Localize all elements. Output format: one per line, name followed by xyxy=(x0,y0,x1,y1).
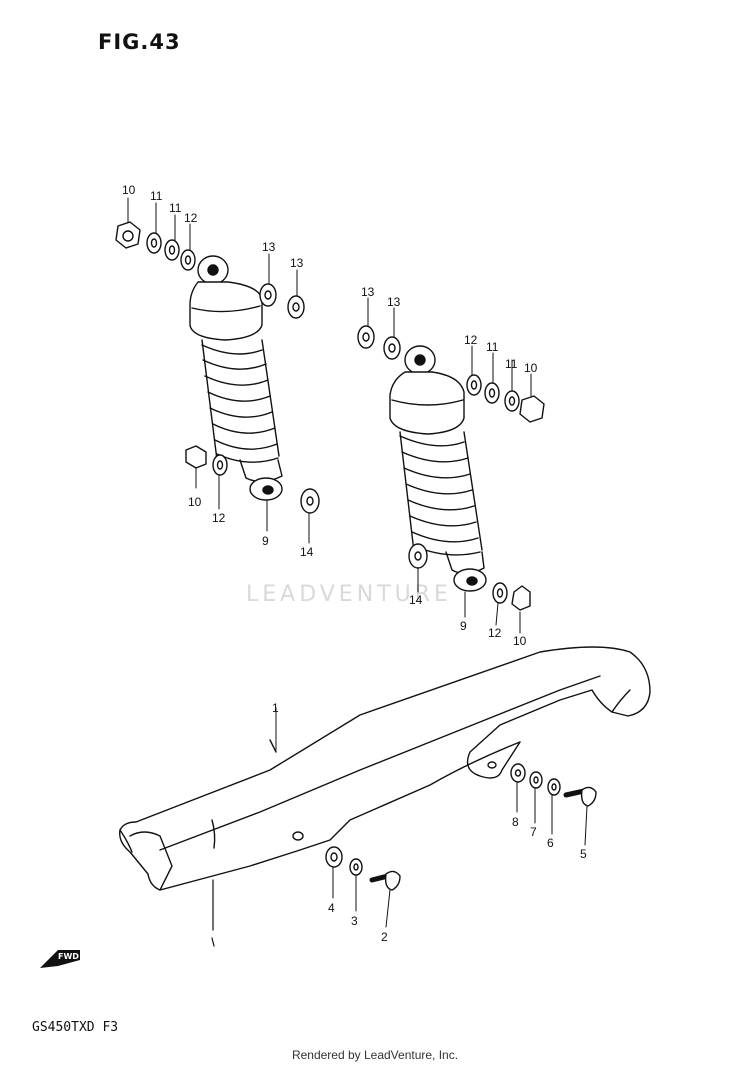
chain-cover xyxy=(119,646,651,891)
right-upper-hardware xyxy=(357,325,545,423)
callout-4: 4 xyxy=(328,901,335,915)
model-code: GS450TXD F3 xyxy=(32,1020,119,1035)
callout-11: 11 xyxy=(505,357,518,371)
callout-labels: 10 11 11 12 13 13 10 12 9 14 13 13 12 11… xyxy=(122,183,587,944)
callout-12: 12 xyxy=(184,211,198,225)
forward-arrow: FWD xyxy=(40,950,80,968)
left-lower-hardware xyxy=(185,445,320,514)
right-lower-hardware xyxy=(408,543,531,611)
callout-14: 14 xyxy=(300,545,314,559)
callout-12: 12 xyxy=(212,511,226,525)
callout-10: 10 xyxy=(122,183,136,197)
callout-10: 10 xyxy=(188,495,202,509)
left-upper-hardware xyxy=(115,221,305,319)
callout-11: 11 xyxy=(486,340,499,354)
watermark: LEADVENTURE xyxy=(246,582,452,607)
callout-13: 13 xyxy=(262,240,276,254)
callout-12: 12 xyxy=(488,626,502,640)
callout-13: 13 xyxy=(387,295,401,309)
callout-11: 11 xyxy=(169,201,182,215)
leader-lines xyxy=(127,197,588,928)
cover-fasteners-rear xyxy=(510,763,597,807)
callout-2: 2 xyxy=(381,930,388,944)
cover-fasteners-front xyxy=(325,846,401,891)
right-shock-absorber xyxy=(389,345,487,592)
callout-3: 3 xyxy=(351,914,358,928)
forward-arrow-label: FWD xyxy=(58,952,79,961)
callout-7: 7 xyxy=(530,825,537,839)
callout-5: 5 xyxy=(580,847,587,861)
callout-8: 8 xyxy=(512,815,519,829)
callout-12: 12 xyxy=(464,333,478,347)
callout-10: 10 xyxy=(513,634,527,648)
figure-title: FIG.43 xyxy=(98,30,181,54)
callout-14: 14 xyxy=(409,593,423,607)
callout-9: 9 xyxy=(262,534,269,548)
callout-13: 13 xyxy=(361,285,375,299)
callout-1: 1 xyxy=(272,701,279,715)
callout-13: 13 xyxy=(290,256,304,270)
footer-credit: Rendered by LeadVenture, Inc. xyxy=(291,1048,459,1062)
callout-11: 11 xyxy=(150,189,163,203)
left-shock-absorber xyxy=(189,255,283,501)
callout-6: 6 xyxy=(547,836,554,850)
callout-10: 10 xyxy=(524,361,538,375)
callout-9: 9 xyxy=(460,619,467,633)
